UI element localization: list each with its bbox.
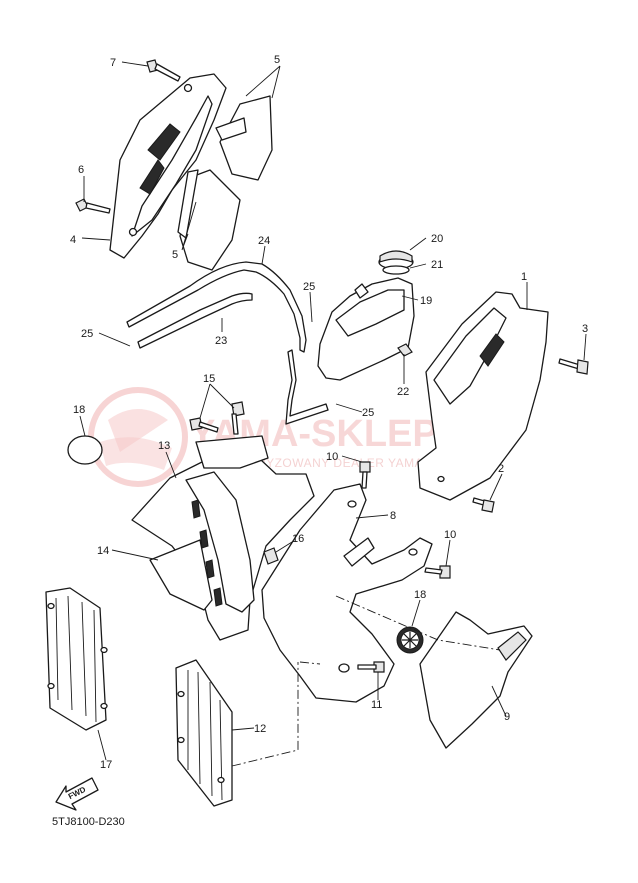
callout-12: 12 <box>254 723 266 735</box>
callout-1: 1 <box>521 271 527 283</box>
bolt-11 <box>357 661 385 673</box>
callout-16: 16 <box>292 533 304 545</box>
callout-10: 10 <box>326 451 338 463</box>
part-right-side-cover <box>417 291 549 501</box>
callout-3: 3 <box>582 323 588 335</box>
callout-18b: 18 <box>414 589 426 601</box>
callout-21: 21 <box>431 259 443 271</box>
bolt-15 <box>189 401 245 435</box>
bolt-3 <box>558 358 589 375</box>
callout-20: 20 <box>431 233 443 245</box>
callout-15: 15 <box>203 373 215 385</box>
callout-5b: 5 <box>172 249 178 261</box>
callout-2: 2 <box>498 463 504 475</box>
bolt-2 <box>472 497 495 513</box>
callout-25: 25 <box>303 281 315 293</box>
callout-13: 13 <box>158 440 170 452</box>
part-lower-hose <box>285 349 329 425</box>
diagram-code: 5TJ8100-D230 <box>52 816 125 828</box>
part-radiator-guard-center <box>175 659 233 807</box>
part-left-side-panel <box>109 73 227 259</box>
bolt-6 <box>75 198 111 214</box>
callout-5: 5 <box>274 54 280 66</box>
callout-14: 14 <box>97 545 109 557</box>
leader-lines <box>79 61 587 761</box>
callout-23: 23 <box>215 335 227 347</box>
assembly-lines <box>231 595 501 767</box>
callout-22: 22 <box>397 386 409 398</box>
callout-25b: 25 <box>81 328 93 340</box>
callout-18: 18 <box>73 404 85 416</box>
callout-4: 4 <box>70 234 76 246</box>
callout-11: 11 <box>371 699 382 711</box>
bolt-10 <box>359 461 451 579</box>
callouts: 1 2 3 4 5 5 6 7 8 9 10 10 11 12 13 14 15… <box>70 54 588 771</box>
part-graphic-stickers <box>177 95 273 271</box>
part-radiator-guard-left <box>45 587 108 731</box>
callout-10b: 10 <box>444 529 456 541</box>
part-radiator-shroud <box>131 435 315 641</box>
bolt-16 <box>263 547 279 565</box>
callout-19: 19 <box>420 295 432 307</box>
part-emblem-left <box>67 435 103 465</box>
callout-25c: 25 <box>362 407 374 419</box>
watermark-subtitle: AUTORYZOWANY DEALER YAMAHA <box>222 456 441 470</box>
callout-8: 8 <box>390 510 396 522</box>
callout-6: 6 <box>78 164 84 176</box>
part-right-shroud <box>261 483 433 703</box>
part-breather-hose <box>126 261 307 353</box>
callout-7: 7 <box>110 57 116 69</box>
callout-24: 24 <box>258 235 270 247</box>
callout-17: 17 <box>100 759 112 771</box>
part-lower-graphic <box>419 611 533 749</box>
bolt-7 <box>146 59 181 82</box>
part-emblem-right <box>396 626 424 654</box>
callout-9: 9 <box>504 711 510 723</box>
bolt-22 <box>397 343 413 357</box>
part-fuel-tank <box>317 250 415 381</box>
fwd-arrow-icon: FWD <box>55 777 99 811</box>
